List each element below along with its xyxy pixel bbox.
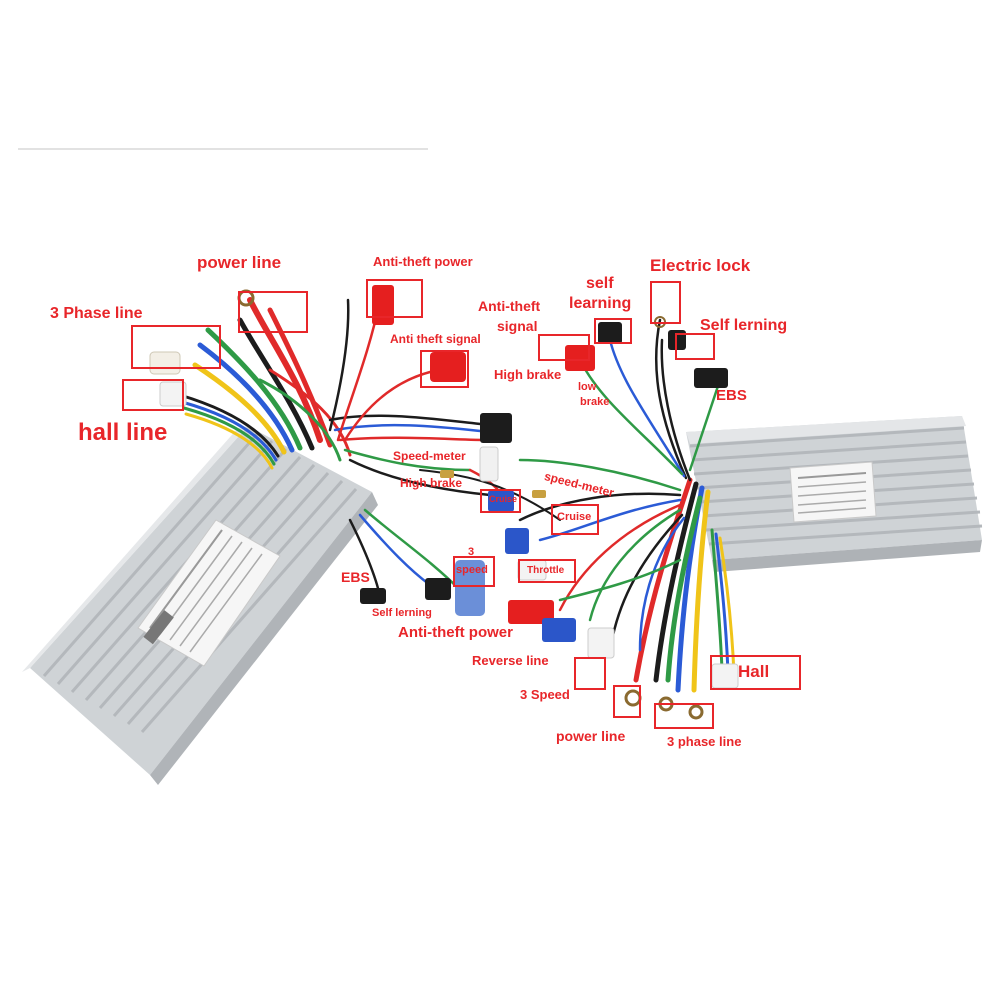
label-throttle: Throttle [527, 565, 565, 576]
right-wire-bundle [518, 318, 736, 693]
speed-meter-plug-left [440, 470, 454, 478]
label-self-lerning-left: Self lerning [372, 607, 432, 619]
box-three-speed-right [574, 657, 606, 690]
label-anti-theft-power-top: Anti-theft power [373, 254, 473, 269]
high-brake-connector-right [565, 345, 595, 371]
box-three-phase-left [131, 325, 221, 369]
label-self-learning-2: learning [569, 295, 632, 312]
label-hall-line-left: hall line [78, 419, 168, 446]
box-self-lerning-right [675, 333, 715, 360]
box-high-brake-right [538, 334, 590, 361]
box-self-learning-right [594, 318, 632, 344]
label-high-brake-right: High brake [494, 367, 562, 382]
self-learning-connector-right [598, 322, 622, 344]
ebs-connector-right [694, 368, 728, 388]
label-three-phase-right: 3 phase line [667, 734, 742, 749]
anti-theft-power-connector [372, 285, 394, 325]
electric-lock-connector [668, 330, 686, 350]
box-throttle [518, 559, 576, 583]
box-anti-theft-signal [420, 350, 469, 388]
right-controller-sticker [789, 461, 877, 523]
connectors [149, 285, 739, 720]
phase-ring-right-2 [688, 704, 704, 720]
box-electric-lock [650, 281, 681, 324]
box-cruise-right [551, 504, 599, 535]
background-divider-line [18, 148, 428, 150]
label-ebs-right: EBS [716, 387, 747, 404]
left-wire-bundle [178, 297, 561, 602]
label-speed-meter-left: Speed-meter [393, 449, 466, 463]
label-electric-lock: Electric lock [650, 256, 751, 275]
label-three-speed-left-2: speed [456, 564, 488, 576]
box-three-phase-right [654, 703, 714, 729]
label-cruise-left: Cruise [489, 494, 518, 504]
right-controller [686, 416, 983, 572]
reverse-line-connector [542, 618, 576, 642]
label-anti-theft-signal: Anti theft signal [390, 332, 481, 346]
box-hall-right [710, 655, 801, 690]
label-self-lerning-right: Self lerning [700, 317, 788, 334]
speed-meter-connector [480, 413, 512, 443]
three-speed-connector [455, 560, 485, 616]
box-power-line-right [613, 685, 641, 718]
label-ebs-left: EBS [341, 569, 370, 585]
speed-meter-plug-right [532, 490, 546, 498]
anti-theft-signal-connector [430, 352, 466, 382]
box-power-line-left [238, 291, 308, 333]
label-anti-theft-power-bottom: Anti-theft power [398, 624, 513, 641]
ebs-connector-left [360, 588, 386, 604]
cruise-connector-left [488, 490, 514, 512]
label-hall-right: Hall [738, 662, 770, 681]
label-three-speed-right: 3 Speed [520, 687, 570, 702]
label-anti-theft-signal-right-2: signal [497, 318, 538, 334]
label-high-brake-left: High brake [400, 476, 463, 490]
label-power-line-left: power line [197, 253, 282, 272]
label-self-learning-1: self [586, 275, 614, 292]
label-power-line-right: power line [556, 728, 626, 744]
label-low-brake-2: brake [580, 396, 610, 408]
cruise-connector-right [505, 528, 529, 554]
left-controller [22, 426, 378, 785]
label-reverse-line: Reverse line [472, 653, 549, 668]
label-low-brake-1: low [578, 381, 597, 393]
box-anti-theft-power-top [366, 279, 423, 318]
anti-theft-power-connector-bottom [508, 600, 554, 624]
label-three-speed-left-1: 3 [468, 546, 475, 558]
left-controller-sticker [137, 519, 281, 667]
box-three-speed-left [453, 556, 495, 587]
high-brake-connector-left [479, 446, 499, 482]
hall-connector-left [159, 381, 187, 407]
label-anti-theft-signal-right-1: Anti-theft [478, 298, 541, 314]
box-cruise-left [480, 489, 521, 513]
three-speed-connector-right [587, 627, 615, 659]
self-learning-connector-left [425, 578, 451, 600]
label-three-phase-left: 3 Phase line [50, 305, 143, 322]
label-cruise-right: Cruise [557, 511, 592, 523]
box-hall-line-left [122, 379, 184, 411]
